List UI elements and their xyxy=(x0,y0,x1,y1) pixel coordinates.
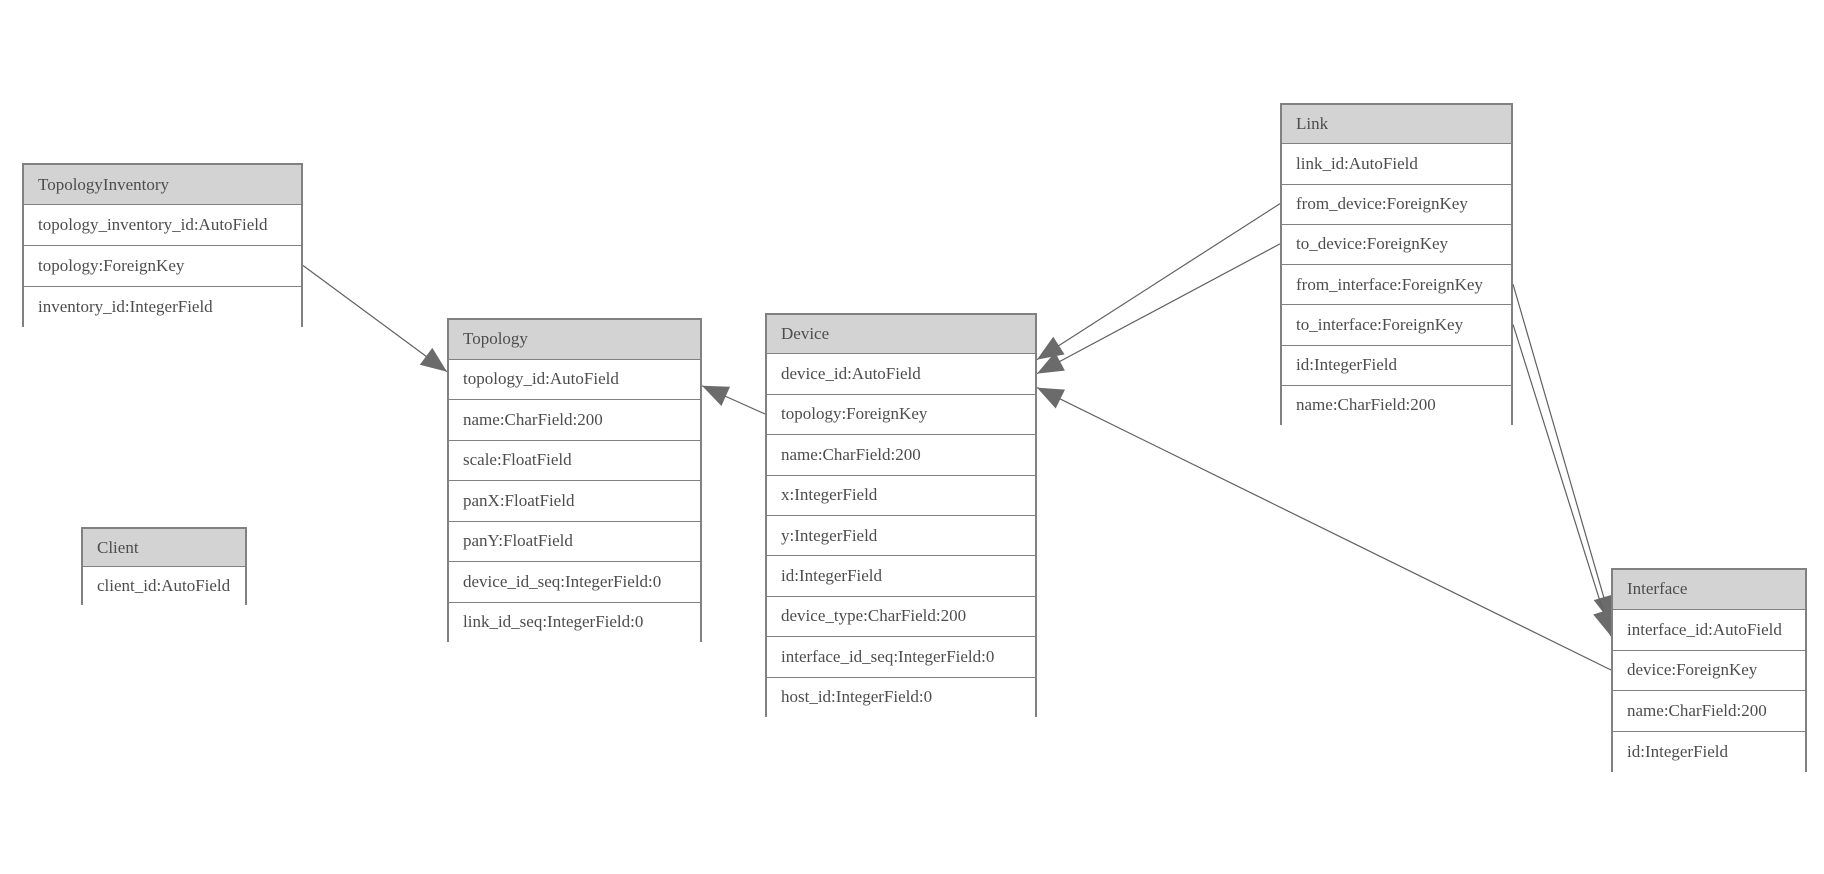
field-row: name:CharField:200 xyxy=(1282,384,1511,425)
entity-title: Device xyxy=(767,315,1035,354)
relation-arrowhead xyxy=(1037,352,1065,374)
field-row: topology:ForeignKey xyxy=(767,393,1035,435)
relation-arrowhead xyxy=(1037,336,1065,360)
entity-title: Interface xyxy=(1613,570,1805,609)
field-row: device_type:CharField:200 xyxy=(767,595,1035,637)
field-row: id:IntegerField xyxy=(1282,344,1511,385)
field-row: name:CharField:200 xyxy=(767,434,1035,475)
entity-title: Client xyxy=(83,529,245,566)
field-row: panY:FloatField xyxy=(449,520,700,561)
field-row: host_id:IntegerField:0 xyxy=(767,676,1035,717)
entity-title: Link xyxy=(1282,105,1511,144)
field-row: name:CharField:200 xyxy=(449,399,700,440)
relation-arrowhead xyxy=(702,385,731,406)
field-row: client_id:AutoField xyxy=(83,566,245,605)
field-row: from_device:ForeignKey xyxy=(1282,183,1511,224)
field-row: scale:FloatField xyxy=(449,439,700,480)
field-row: device_id:AutoField xyxy=(767,353,1035,394)
field-row: device:ForeignKey xyxy=(1613,649,1805,691)
field-row: link_id_seq:IntegerField:0 xyxy=(449,601,700,642)
field-row: id:IntegerField xyxy=(1613,731,1805,772)
field-row: from_interface:ForeignKey xyxy=(1282,264,1511,305)
relation-arrowhead xyxy=(419,347,447,372)
field-row: y:IntegerField xyxy=(767,514,1035,556)
field-row: id:IntegerField xyxy=(767,555,1035,596)
field-row: to_interface:ForeignKey xyxy=(1282,304,1511,345)
field-row: interface_id_seq:IntegerField:0 xyxy=(767,636,1035,677)
relation-line xyxy=(1512,283,1612,623)
entity-title: Topology xyxy=(449,320,700,359)
field-row: to_device:ForeignKey xyxy=(1282,223,1511,264)
field-row: x:IntegerField xyxy=(767,474,1035,515)
field-row: inventory_id:IntegerField xyxy=(24,286,301,327)
field-row: link_id:AutoField xyxy=(1282,143,1511,184)
field-row: topology_id:AutoField xyxy=(449,358,700,399)
relation-arrowhead xyxy=(1037,387,1065,409)
relation-line xyxy=(1512,324,1612,637)
field-row: interface_id:AutoField xyxy=(1613,608,1805,650)
relation-arrowhead xyxy=(1593,608,1614,637)
field-row: topology_inventory_id:AutoField xyxy=(24,204,301,245)
entity-title: TopologyInventory xyxy=(24,165,301,204)
relation-line xyxy=(302,265,448,373)
field-row: name:CharField:200 xyxy=(1613,690,1805,732)
relation-line xyxy=(1036,203,1281,361)
relation-line xyxy=(1036,387,1612,671)
field-row: device_id_seq:IntegerField:0 xyxy=(449,561,700,602)
field-row: topology:ForeignKey xyxy=(24,245,301,286)
relation-line xyxy=(1036,243,1281,375)
field-row: panX:FloatField xyxy=(449,480,700,521)
